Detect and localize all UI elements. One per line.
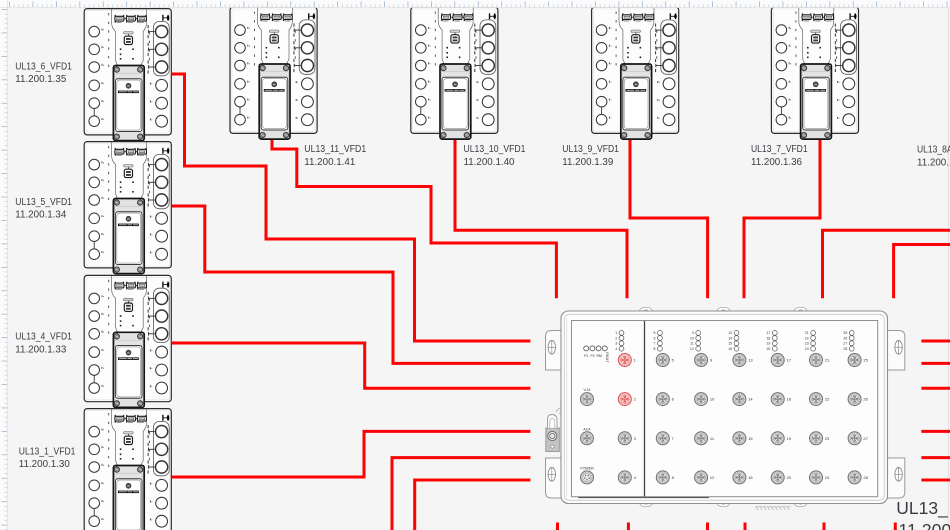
svg-text:20: 20 bbox=[766, 347, 770, 351]
svg-text:6: 6 bbox=[654, 336, 656, 340]
svg-text:RM: RM bbox=[597, 354, 602, 358]
svg-text:UL13_9_VFD1: UL13_9_VFD1 bbox=[562, 144, 619, 155]
svg-text:9: 9 bbox=[710, 358, 713, 363]
svg-text:5: 5 bbox=[672, 358, 675, 363]
svg-text:27: 27 bbox=[843, 342, 847, 346]
svg-text:8: 8 bbox=[654, 347, 656, 351]
svg-text:8: 8 bbox=[672, 475, 675, 480]
svg-text:2: 2 bbox=[634, 397, 637, 402]
svg-text:UL13_5_VFD1: UL13_5_VFD1 bbox=[15, 197, 72, 208]
svg-text:7: 7 bbox=[672, 436, 675, 441]
svg-text:26: 26 bbox=[863, 397, 868, 402]
svg-text:V.24: V.24 bbox=[584, 388, 591, 392]
svg-text:9: 9 bbox=[692, 331, 694, 335]
svg-text:4: 4 bbox=[615, 347, 617, 351]
svg-text:UL13_11_VFD1: UL13_11_VFD1 bbox=[304, 144, 366, 155]
svg-text:16: 16 bbox=[748, 475, 753, 480]
svg-text:P1: P1 bbox=[584, 354, 588, 358]
svg-text:11: 11 bbox=[690, 342, 694, 346]
svg-text:18: 18 bbox=[766, 336, 770, 340]
svg-text:11.200.: 11.200. bbox=[898, 520, 950, 530]
svg-text:11.200.1.37: 11.200.1.37 bbox=[917, 157, 950, 168]
svg-text:23: 23 bbox=[805, 342, 809, 346]
svg-text:17: 17 bbox=[766, 331, 770, 335]
svg-text:16: 16 bbox=[728, 347, 732, 351]
svg-text:28: 28 bbox=[863, 475, 868, 480]
svg-text:27: 27 bbox=[863, 436, 868, 441]
svg-text:17: 17 bbox=[787, 358, 792, 363]
svg-text:6: 6 bbox=[672, 397, 675, 402]
svg-text:22: 22 bbox=[825, 397, 830, 402]
svg-text:UL13_1_VFD1: UL13_1_VFD1 bbox=[19, 446, 76, 457]
svg-text:12: 12 bbox=[710, 475, 715, 480]
svg-text:24: 24 bbox=[805, 347, 809, 351]
svg-text:11.200.1.39: 11.200.1.39 bbox=[562, 157, 613, 168]
svg-text:28: 28 bbox=[843, 347, 847, 351]
svg-text:P2: P2 bbox=[591, 354, 595, 358]
svg-text:FAULT: FAULT bbox=[605, 352, 609, 362]
svg-text:11.200.1.30: 11.200.1.30 bbox=[19, 459, 71, 470]
svg-text:21: 21 bbox=[805, 331, 809, 335]
svg-text:25: 25 bbox=[863, 358, 868, 363]
svg-text:11.200.1.41: 11.200.1.41 bbox=[304, 157, 355, 168]
svg-text:UL13_6_VFD1: UL13_6_VFD1 bbox=[15, 61, 72, 72]
svg-text:1: 1 bbox=[615, 331, 617, 335]
svg-text:13: 13 bbox=[748, 358, 753, 363]
svg-text:18: 18 bbox=[787, 397, 792, 402]
svg-text:19: 19 bbox=[787, 436, 792, 441]
svg-text:UL13_: UL13_ bbox=[896, 498, 948, 518]
svg-text:26: 26 bbox=[843, 336, 847, 340]
svg-text:11.200.1.34: 11.200.1.34 bbox=[15, 210, 67, 221]
svg-text:15: 15 bbox=[748, 436, 753, 441]
svg-text:2: 2 bbox=[615, 336, 617, 340]
svg-text:22: 22 bbox=[805, 336, 809, 340]
svg-text:21: 21 bbox=[825, 358, 830, 363]
svg-text:23: 23 bbox=[825, 436, 830, 441]
svg-text:UL13_8A_VFD1: UL13_8A_VFD1 bbox=[917, 145, 950, 156]
svg-text:3: 3 bbox=[615, 342, 617, 346]
svg-text:11: 11 bbox=[710, 436, 715, 441]
svg-text:UL13_10_VFD1: UL13_10_VFD1 bbox=[464, 144, 526, 155]
svg-text:14: 14 bbox=[728, 336, 732, 340]
svg-text:19: 19 bbox=[766, 342, 770, 346]
svg-text:24: 24 bbox=[825, 475, 830, 480]
svg-text:10: 10 bbox=[690, 336, 694, 340]
svg-text:1: 1 bbox=[634, 358, 637, 363]
svg-text:25: 25 bbox=[843, 331, 847, 335]
svg-text:POWER: POWER bbox=[580, 466, 594, 470]
svg-text:11.200.1.35: 11.200.1.35 bbox=[15, 74, 67, 85]
svg-text:4: 4 bbox=[634, 475, 637, 480]
svg-text:11.200.1.40: 11.200.1.40 bbox=[464, 157, 516, 168]
svg-text:12: 12 bbox=[690, 347, 694, 351]
svg-text:10: 10 bbox=[710, 397, 715, 402]
svg-text:5: 5 bbox=[654, 331, 656, 335]
svg-text:20: 20 bbox=[787, 475, 792, 480]
svg-text:UL13_7_VFD1: UL13_7_VFD1 bbox=[751, 144, 808, 155]
svg-text:11.200.1.33: 11.200.1.33 bbox=[15, 344, 67, 355]
svg-text:11.200.1.36: 11.200.1.36 bbox=[751, 157, 803, 168]
svg-text:7: 7 bbox=[654, 342, 656, 346]
svg-text:ACA: ACA bbox=[583, 427, 591, 431]
svg-text:14: 14 bbox=[748, 397, 753, 402]
svg-text:15: 15 bbox=[728, 342, 732, 346]
svg-text:3: 3 bbox=[634, 436, 637, 441]
svg-text:UL13_4_VFD1: UL13_4_VFD1 bbox=[15, 331, 72, 342]
svg-text:13: 13 bbox=[728, 331, 732, 335]
